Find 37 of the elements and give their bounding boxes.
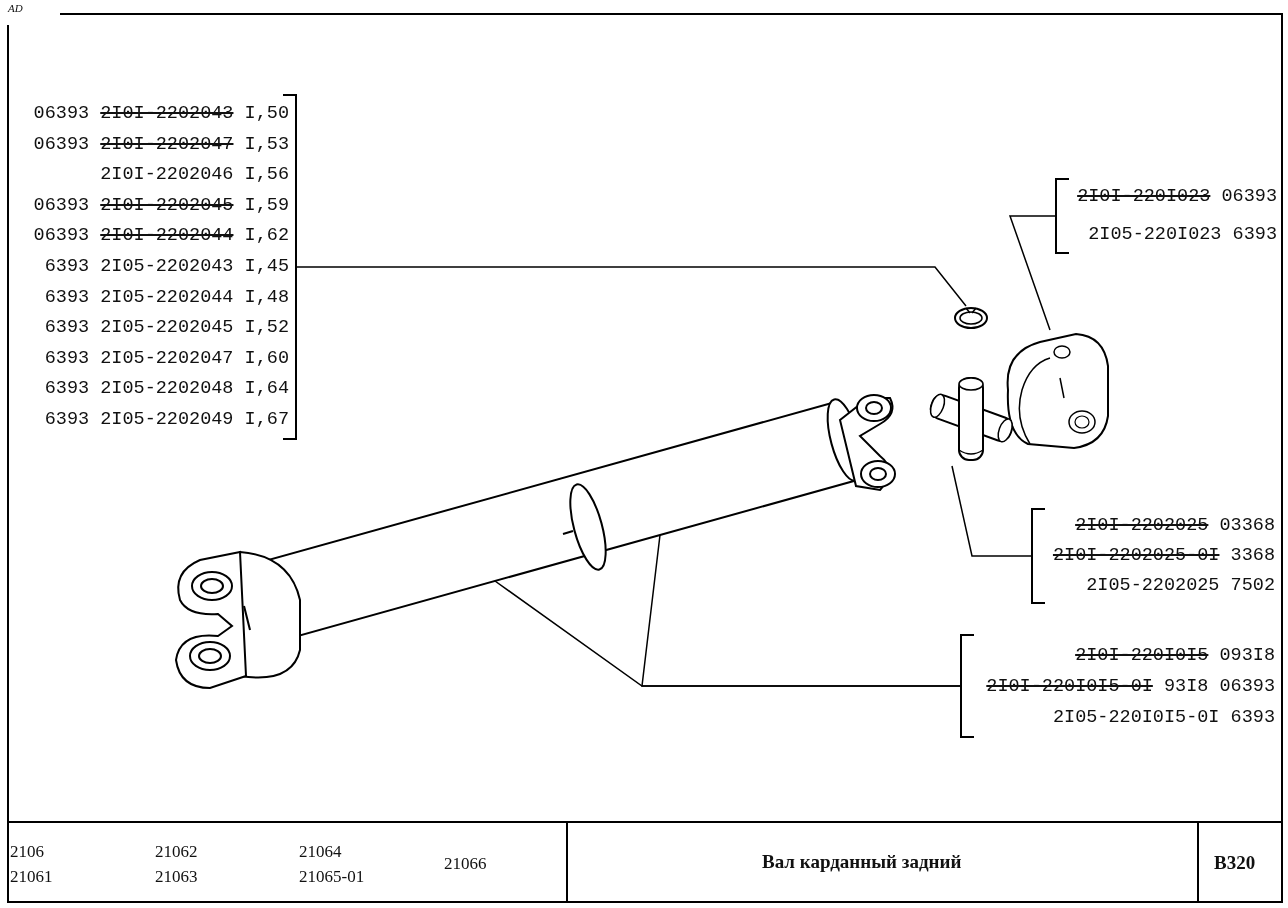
sheet-code: В320 xyxy=(1214,852,1256,874)
model-number: 21062 xyxy=(155,842,198,862)
leader-line xyxy=(296,266,967,307)
callout-bracket xyxy=(960,634,1275,738)
part-number-line: 2I05-2202025 7502 xyxy=(1086,574,1275,598)
leader-line xyxy=(951,465,1032,557)
circlip-drawing xyxy=(952,305,990,331)
part-number-line: 06393 2I0I-2202044 I,62 xyxy=(33,224,289,249)
part-number-line: 2I05-220I0I5-0I 6393 xyxy=(1052,706,1275,730)
model-number: 2106 xyxy=(10,842,44,862)
part-number-line: 2I0I-2202046 I,56 xyxy=(100,163,289,188)
model-number: 21065-01 xyxy=(299,867,365,887)
part-number-line: 6393 2I05-2202047 I,60 xyxy=(44,346,289,371)
leader-line xyxy=(1008,215,1056,331)
leader-line xyxy=(641,534,961,687)
part-number-line: 6393 2I05-2202048 I,64 xyxy=(44,377,289,402)
callout-bracket xyxy=(1055,178,1277,254)
part-number-line: 6393 2I05-2202045 I,52 xyxy=(44,316,289,341)
small-text: AD xyxy=(8,2,23,14)
title: Вал карданный задний xyxy=(762,851,962,873)
part-number-line: 2I0I-2202025 03368 xyxy=(1075,514,1275,538)
part-number-line: 2I05-220I023 6393 xyxy=(1088,223,1277,247)
part-number-line: 6393 2I05-2202044 I,48 xyxy=(44,285,289,310)
model-number: 21063 xyxy=(155,867,198,887)
part-number-line: 6393 2I05-2202043 I,45 xyxy=(44,254,289,279)
model-number: 21064 xyxy=(299,842,342,862)
part-number-line: 2I0I-220I0I5 093I8 xyxy=(1075,644,1275,668)
part-number-line: 06393 2I0I-2202043 I,50 xyxy=(33,102,289,126)
model-number: 21061 xyxy=(10,867,53,887)
part-number-line: 2I0I-2202025-0I 3368 xyxy=(1052,544,1275,568)
callout-bracket xyxy=(1031,508,1275,604)
part-number-line: 06393 2I0I-2202047 I,53 xyxy=(33,132,289,157)
model-number: 21066 xyxy=(444,854,487,874)
part-number-line: 06393 2I0I-2202045 I,59 xyxy=(33,193,289,218)
part-number-line: 2I0I-220I0I5-0I 93I8 06393 xyxy=(986,675,1275,699)
part-number-line: 6393 2I05-2202049 I,67 xyxy=(44,407,289,432)
part-number-line: 2I0I-220I023 06393 xyxy=(1077,185,1277,209)
